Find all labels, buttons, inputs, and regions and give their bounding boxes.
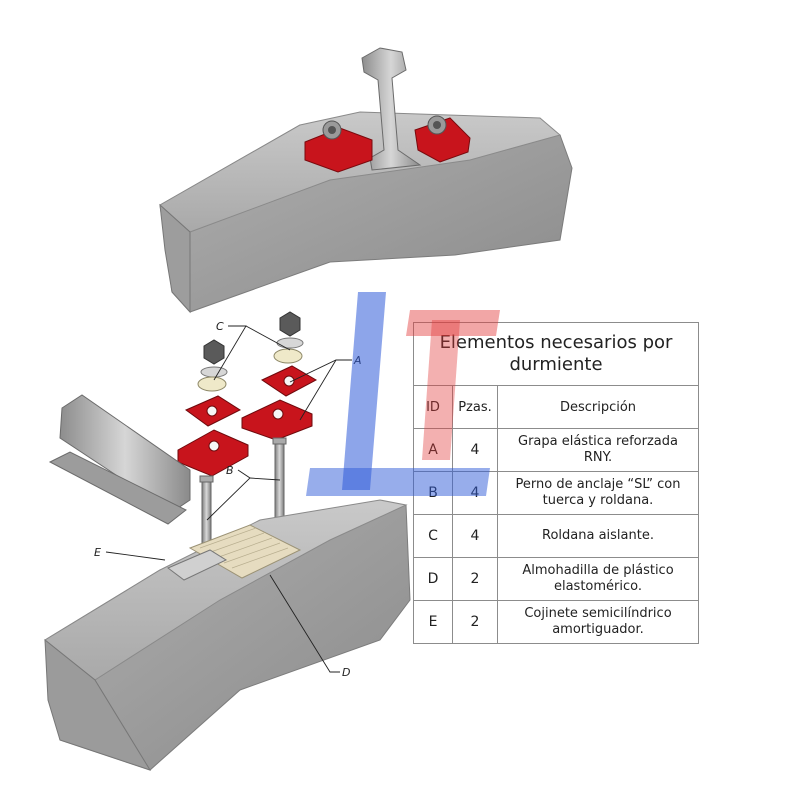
row-qty: 2 <box>452 600 498 644</box>
callout-label-a: A <box>353 354 362 367</box>
table-row: B 4 Perno de anclaje “SL” con tuerca y r… <box>413 471 699 515</box>
semicylindrical-cushion <box>167 549 228 581</box>
clip-red-2 <box>260 365 318 397</box>
row-qty: 4 <box>452 471 498 515</box>
header-description: Descripción <box>497 385 699 429</box>
row-description: Almohadilla de plástico elastomérico. <box>497 557 699 601</box>
clip-assembled-left <box>304 120 373 173</box>
clip-red-1 <box>185 395 242 427</box>
row-qty: 4 <box>452 514 498 558</box>
row-description: Roldana aislante. <box>497 514 699 558</box>
parts-table: Elementos necesarios por durmiente ID Pz… <box>413 322 699 644</box>
row-description: Perno de anclaje “SL” con tuerca y rolda… <box>497 471 699 515</box>
row-description: Cojinete semicilíndrico amortiguador. <box>497 600 699 644</box>
row-id: B <box>413 471 453 515</box>
row-description: Grapa elástica reforzada RNY. <box>497 428 699 472</box>
clip-assembled-right <box>414 115 471 163</box>
row-id: D <box>413 557 453 601</box>
row-id: C <box>413 514 453 558</box>
assembled-sleeper <box>159 47 573 314</box>
table-title: Elementos necesarios por durmiente <box>413 322 699 386</box>
row-id: E <box>413 600 453 644</box>
table-row: A 4 Grapa elástica reforzada RNY. <box>413 428 699 472</box>
row-id: A <box>413 428 453 472</box>
callout-label-d: D <box>342 666 350 679</box>
callout-label-c: C <box>216 320 224 333</box>
clip-red-3 <box>177 429 249 477</box>
table-row: D 2 Almohadilla de plástico elastomérico… <box>413 557 699 601</box>
header-id: ID <box>413 385 453 429</box>
row-qty: 2 <box>452 557 498 601</box>
callout-label-b: B <box>226 464 234 477</box>
table-row: C 4 Roldana aislante. <box>413 514 699 558</box>
table-row: E 2 Cojinete semicilíndrico amortiguador… <box>413 600 699 644</box>
row-qty: 4 <box>452 428 498 472</box>
nut-washer-right <box>273 311 304 364</box>
rail-section-loose <box>48 394 191 525</box>
header-qty: Pzas. <box>452 385 498 429</box>
elastomer-pad <box>188 524 302 579</box>
rail-section-top <box>361 47 422 171</box>
callout-label-e: E <box>94 546 101 559</box>
clip-red-4 <box>241 399 313 441</box>
lower-sleeper <box>44 499 411 771</box>
